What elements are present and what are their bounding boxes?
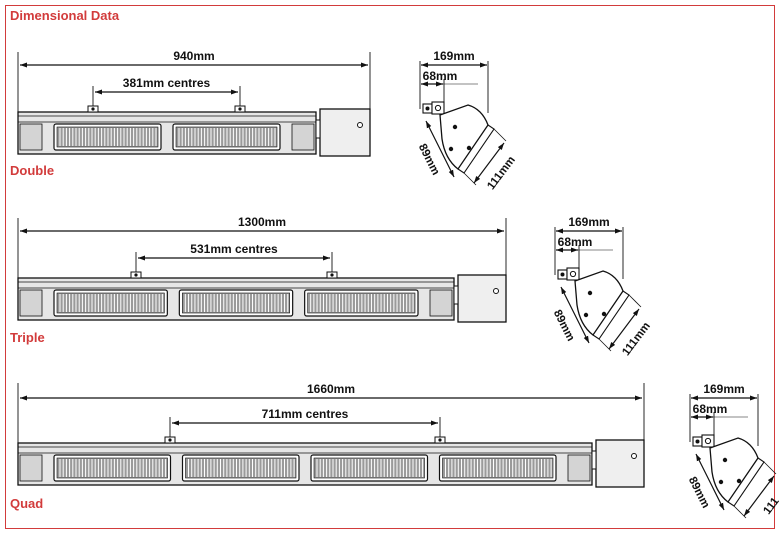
bracket-hole xyxy=(91,107,95,111)
height-label: 89mm xyxy=(686,475,712,510)
extension-line xyxy=(628,294,642,308)
housing-screw xyxy=(466,145,472,151)
end-cap xyxy=(19,454,43,482)
indicator-light xyxy=(631,453,637,459)
housing-screw xyxy=(448,146,454,152)
housing-screw xyxy=(718,479,724,485)
extension-line xyxy=(598,338,612,352)
end-cap xyxy=(291,123,315,151)
end-cap xyxy=(19,289,43,317)
housing-screw xyxy=(583,312,589,318)
heater-housing-profile xyxy=(709,437,759,503)
element-grille xyxy=(56,457,168,479)
housing-screw xyxy=(601,311,607,317)
control-box xyxy=(319,108,371,157)
end-cap xyxy=(19,123,43,151)
offset-label: 68mm xyxy=(693,402,728,416)
bracket-hole xyxy=(425,106,430,111)
depth-label: 111mm xyxy=(485,154,518,192)
centres-label: 711mm centres xyxy=(262,407,349,421)
element-grille xyxy=(442,457,554,479)
bracket-hole xyxy=(134,273,138,277)
control-box xyxy=(457,274,507,323)
extension-line xyxy=(763,461,777,475)
side-view-double: 169mm 68mm 89mm 111mm xyxy=(416,49,518,192)
extension-line xyxy=(733,505,747,519)
offset-label: 68mm xyxy=(423,69,458,83)
side-view-triple: 169mm 68mm 89mm 111mm xyxy=(551,215,653,358)
height-dimension-line xyxy=(560,286,590,344)
offset-label: 68mm xyxy=(558,235,593,249)
element-grille xyxy=(307,292,416,314)
height-dimension-line xyxy=(695,453,725,511)
connector xyxy=(453,285,459,305)
variant-label-quad: Quad xyxy=(10,496,44,511)
housing-screw xyxy=(736,478,742,484)
control-box xyxy=(595,439,645,488)
indicator-light xyxy=(357,122,363,128)
height-dimension-line xyxy=(425,120,455,178)
element-grille xyxy=(185,457,297,479)
depth-dimension-line xyxy=(473,142,505,184)
bracket-hole xyxy=(168,438,172,442)
depth-label: 111 xyxy=(761,495,781,517)
element-grille xyxy=(56,292,165,314)
extension-line xyxy=(463,172,477,186)
diagram-frame xyxy=(5,5,775,529)
depth-dimension-line xyxy=(743,475,775,517)
front-view-quad: 1660mm 711mm centres xyxy=(17,382,645,488)
bracket-hole xyxy=(330,273,334,277)
pivot-bolt xyxy=(704,437,712,445)
variant-label-triple: Triple xyxy=(10,330,45,345)
end-cap xyxy=(567,454,591,482)
width-label: 169mm xyxy=(703,382,744,396)
connector xyxy=(591,450,597,470)
indicator-light xyxy=(493,288,499,294)
connector xyxy=(315,119,321,139)
end-cap xyxy=(429,289,453,317)
diagram-title: Dimensional Data xyxy=(10,8,120,23)
pivot-bolt xyxy=(434,104,442,112)
bracket-hole xyxy=(560,272,565,277)
width-label: 169mm xyxy=(433,49,474,63)
height-label: 89mm xyxy=(551,308,577,343)
housing-screw xyxy=(452,124,458,130)
centres-label: 381mm centres xyxy=(123,76,211,90)
housing-screw xyxy=(587,290,593,296)
pivot-bolt xyxy=(569,270,577,278)
depth-label: 111mm xyxy=(620,320,653,358)
element-grille xyxy=(182,292,290,314)
bracket-hole xyxy=(695,439,700,444)
element-grille xyxy=(313,457,425,479)
depth-dimension-line xyxy=(608,308,640,350)
length-label: 1660mm xyxy=(307,382,355,396)
extension-line xyxy=(493,128,507,142)
heater-housing-profile xyxy=(574,270,624,336)
height-label: 89mm xyxy=(416,142,442,177)
bracket-hole xyxy=(238,107,242,111)
bracket-hole xyxy=(438,438,442,442)
side-view-quad: 169mm 68mm 89mm 111 xyxy=(686,382,781,519)
centres-label: 531mm centres xyxy=(190,242,278,256)
heater-housing-profile xyxy=(439,104,489,170)
front-view-double: 940mm 381mm centres xyxy=(17,49,371,157)
variant-label-double: Double xyxy=(10,163,55,178)
housing-screw xyxy=(722,457,728,463)
length-label: 940mm xyxy=(173,49,214,63)
width-label: 169mm xyxy=(568,215,609,229)
front-view-triple: 1300mm 531mm centres xyxy=(17,215,507,323)
length-label: 1300mm xyxy=(238,215,286,229)
